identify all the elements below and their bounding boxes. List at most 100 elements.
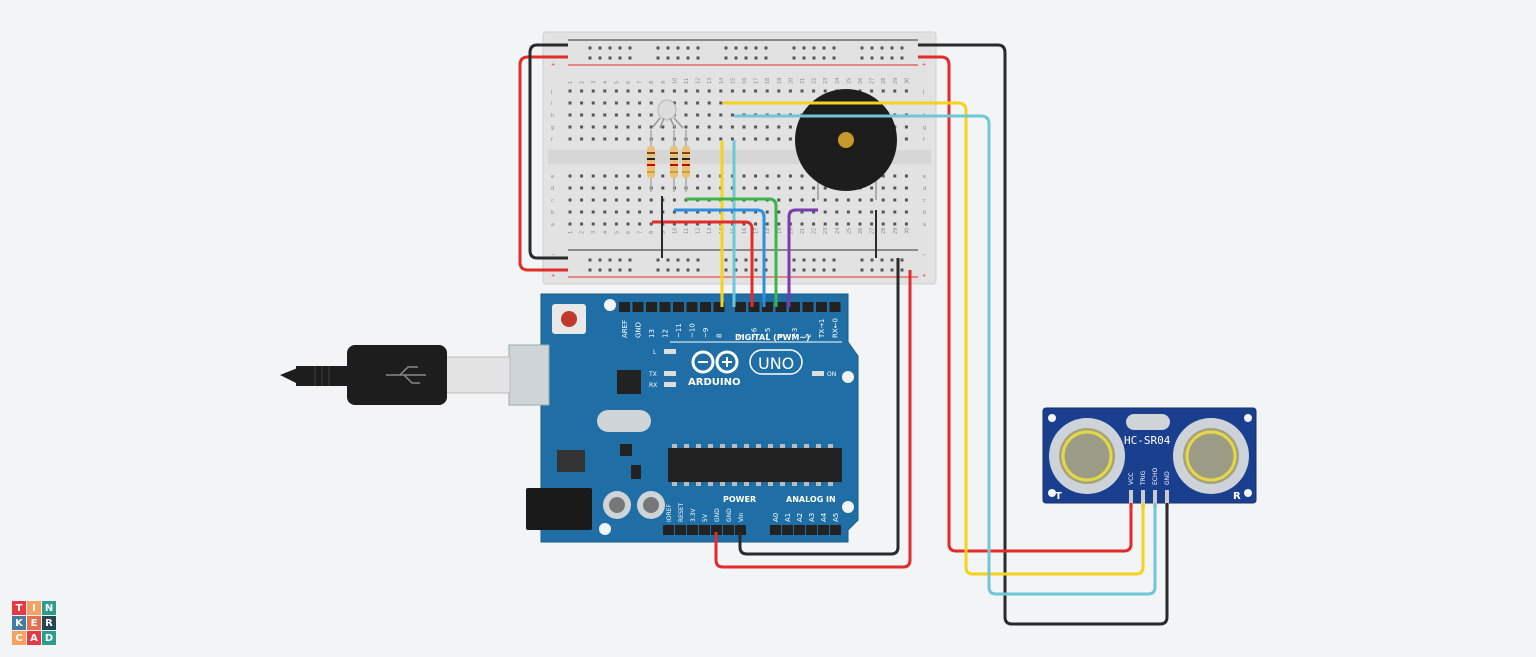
rail-hole[interactable] — [900, 268, 904, 272]
breadboard-hole[interactable] — [603, 89, 607, 93]
breadboard-hole[interactable] — [614, 174, 618, 178]
rail-hole[interactable] — [890, 56, 894, 60]
breadboard-hole[interactable] — [777, 222, 781, 226]
breadboard-hole[interactable] — [614, 89, 618, 93]
wire-purple-pin4[interactable] — [787, 208, 818, 307]
breadboard-hole[interactable] — [707, 89, 711, 93]
breadboard-hole[interactable] — [568, 174, 572, 178]
breadboard-hole[interactable] — [765, 174, 769, 178]
rail-hole[interactable] — [900, 258, 904, 262]
breadboard-hole[interactable] — [870, 210, 874, 214]
reset-button[interactable] — [552, 304, 586, 334]
breadboard-hole[interactable] — [730, 125, 734, 129]
rail-hole[interactable] — [608, 46, 612, 50]
breadboard-hole[interactable] — [765, 222, 769, 226]
breadboard-hole[interactable] — [788, 137, 792, 141]
rail-hole[interactable] — [724, 268, 728, 272]
breadboard-hole[interactable] — [765, 125, 769, 129]
power-pin[interactable] — [663, 525, 674, 535]
breadboard-hole[interactable] — [580, 89, 584, 93]
rail-hole[interactable] — [870, 56, 874, 60]
breadboard-hole[interactable] — [614, 137, 618, 141]
breadboard-hole[interactable] — [777, 125, 781, 129]
rail-hole[interactable] — [608, 258, 612, 262]
digital-pin[interactable] — [775, 302, 787, 312]
breadboard-hole[interactable] — [742, 125, 746, 129]
rail-hole[interactable] — [676, 46, 680, 50]
rail-hole[interactable] — [802, 258, 806, 262]
wire-blue-pin6[interactable] — [674, 208, 766, 307]
breadboard-hole[interactable] — [580, 186, 584, 190]
breadboard-hole[interactable] — [777, 89, 781, 93]
breadboard-hole[interactable] — [696, 210, 700, 214]
rail-hole[interactable] — [666, 258, 670, 262]
breadboard-hole[interactable] — [638, 198, 642, 202]
breadboard-hole[interactable] — [881, 222, 885, 226]
digital-pin[interactable] — [748, 302, 760, 312]
breadboard-hole[interactable] — [591, 222, 595, 226]
resistor-3[interactable] — [682, 130, 690, 192]
breadboard-hole[interactable] — [603, 101, 607, 105]
breadboard-hole[interactable] — [591, 210, 595, 214]
breadboard-hole[interactable] — [730, 222, 734, 226]
breadboard-hole[interactable] — [696, 101, 700, 105]
breadboard-hole[interactable] — [904, 210, 908, 214]
breadboard-hole[interactable] — [707, 125, 711, 129]
breadboard-hole[interactable] — [742, 222, 746, 226]
breadboard-hole[interactable] — [568, 186, 572, 190]
rail-hole[interactable] — [792, 258, 796, 262]
breadboard-hole[interactable] — [823, 186, 827, 190]
breadboard-hole[interactable] — [684, 113, 688, 117]
breadboard-hole[interactable] — [684, 222, 688, 226]
breadboard-hole[interactable] — [591, 137, 595, 141]
rail-hole[interactable] — [880, 46, 884, 50]
breadboard-hole[interactable] — [765, 210, 769, 214]
breadboard-hole[interactable] — [626, 125, 630, 129]
breadboard-hole[interactable] — [812, 186, 816, 190]
breadboard-hole[interactable] — [754, 174, 758, 178]
breadboard-hole[interactable] — [661, 137, 665, 141]
wire-red-vcc-sensor[interactable] — [918, 55, 1133, 553]
breadboard-hole[interactable] — [800, 222, 804, 226]
breadboard-hole[interactable] — [568, 222, 572, 226]
rail-hole[interactable] — [900, 46, 904, 50]
power-pin[interactable] — [699, 525, 710, 535]
rail-hole[interactable] — [822, 56, 826, 60]
digital-pin[interactable] — [686, 302, 698, 312]
breadboard-hole[interactable] — [881, 174, 885, 178]
rail-hole[interactable] — [792, 46, 796, 50]
rail-hole[interactable] — [618, 56, 622, 60]
rail-hole[interactable] — [812, 56, 816, 60]
rail-hole[interactable] — [676, 56, 680, 60]
rail-hole[interactable] — [608, 56, 612, 60]
breadboard-hole[interactable] — [730, 186, 734, 190]
breadboard-hole[interactable] — [893, 174, 897, 178]
breadboard-hole[interactable] — [904, 186, 908, 190]
breadboard-hole[interactable] — [904, 222, 908, 226]
rail-hole[interactable] — [764, 258, 768, 262]
breadboard-hole[interactable] — [742, 137, 746, 141]
breadboard-hole[interactable] — [614, 101, 618, 105]
breadboard-hole[interactable] — [614, 186, 618, 190]
breadboard-hole[interactable] — [881, 198, 885, 202]
breadboard-hole[interactable] — [754, 89, 758, 93]
breadboard-hole[interactable] — [684, 210, 688, 214]
breadboard-hole[interactable] — [638, 174, 642, 178]
breadboard-hole[interactable] — [684, 125, 688, 129]
breadboard-hole[interactable] — [568, 89, 572, 93]
breadboard-hole[interactable] — [846, 210, 850, 214]
sensor-pin[interactable] — [1129, 490, 1133, 508]
breadboard-hole[interactable] — [754, 137, 758, 141]
rail-hole[interactable] — [696, 46, 700, 50]
breadboard-hole[interactable] — [568, 101, 572, 105]
breadboard-hole[interactable] — [870, 186, 874, 190]
breadboard-hole[interactable] — [904, 174, 908, 178]
breadboard-hole[interactable] — [846, 222, 850, 226]
rail-hole[interactable] — [754, 258, 758, 262]
rail-hole[interactable] — [696, 258, 700, 262]
rail-hole[interactable] — [792, 268, 796, 272]
rail-hole[interactable] — [832, 268, 836, 272]
breadboard-hole[interactable] — [742, 174, 746, 178]
